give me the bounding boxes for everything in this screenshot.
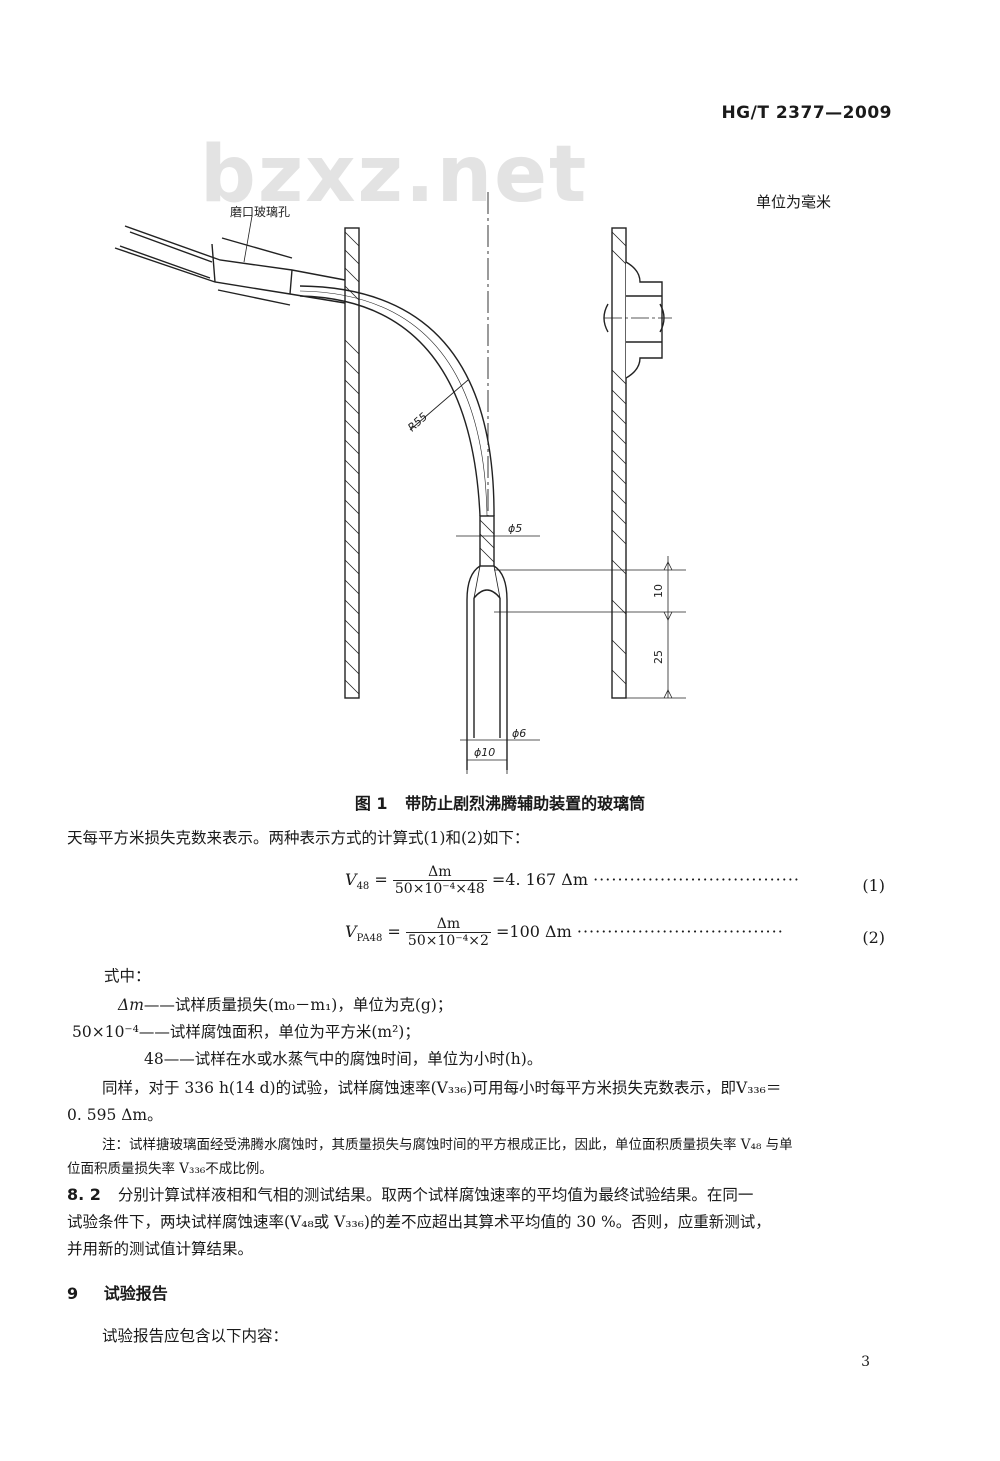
dim-phi10: ϕ10 <box>474 746 495 759</box>
section-9-number: 9 <box>67 1284 79 1303</box>
eq1-number: (1) <box>862 876 885 895</box>
note-line1: 注：试样搪玻璃面经受沸腾水腐蚀时，其质量损失与腐蚀时间的平方根成正比，因此，单位… <box>102 1137 793 1153</box>
eq1-leader: ·································· <box>593 870 801 889</box>
definition-delta-m: Δm——试样质量损失(m₀－m₁)，单位为克(g)； <box>118 993 452 1017</box>
def1-text: ——试样质量损失(m₀－m₁)，单位为克(g)； <box>143 996 453 1014</box>
eq2-lhs: V <box>345 922 357 941</box>
dim-r55: R55 <box>405 410 430 434</box>
figure-caption: 图 1 带防止剧烈沸腾辅助装置的玻璃筒 <box>0 790 1000 814</box>
eq1-rhs: =4. 167 Δm <box>491 870 588 889</box>
dim-25: 25 <box>652 650 665 664</box>
eq2-numerator: Δm <box>405 916 491 933</box>
section-8-2-line1: 8. 2 分别计算试样液相和气相的测试结果。取两个试样腐蚀速率的平均值为最终试验… <box>67 1183 753 1207</box>
figure-title: 带防止剧烈沸腾辅助装置的玻璃筒 <box>405 794 646 813</box>
same-paragraph-line2: 0. 595 Δm。 <box>67 1106 163 1124</box>
dim-phi5: ϕ5 <box>508 522 522 535</box>
section-8-2-number: 8. 2 <box>67 1185 101 1204</box>
def1-symbol: Δm <box>118 996 144 1014</box>
figure-number: 图 1 <box>354 794 388 813</box>
same-paragraph-line1: 同样，对于 336 h(14 d)的试验，试样腐蚀速率(V₃₃₆)可用每小时每平… <box>102 1079 782 1097</box>
eq2-denominator: 50×10⁻⁴×2 <box>407 933 489 949</box>
eq2-leader: ·································· <box>576 922 784 941</box>
page-number: 3 <box>861 1354 870 1370</box>
section-9-text: 试验报告应包含以下内容： <box>102 1327 289 1345</box>
unit-note: 单位为毫米 <box>756 193 832 211</box>
section-9-title: 试验报告 <box>103 1284 168 1303</box>
section-8-2-line2: 试验条件下，两块试样腐蚀速率(V₄₈或 V₃₃₆)的差不应超出其算术平均值的 3… <box>67 1213 771 1231</box>
eq1-lhs: V <box>345 870 357 889</box>
intro-paragraph: 天每平方米损失克数来表示。两种表示方式的计算式(1)和(2)如下： <box>67 829 530 847</box>
eq2-number: (2) <box>862 928 885 947</box>
eq2-rhs: =100 Δm <box>496 922 572 941</box>
where-label: 式中： <box>104 967 151 985</box>
section-8-2-line3: 并用新的测试值计算结果。 <box>67 1240 254 1258</box>
eq2-sub: PA48 <box>356 933 383 945</box>
eq1-numerator: Δm <box>392 864 487 881</box>
glass-cylinder-drawing: 磨口玻璃孔 R55 ϕ5 10 25 ϕ6 ϕ10 <box>114 192 686 774</box>
eq1-sub: 48 <box>356 881 370 893</box>
def3-text: ——试样在水或水蒸气中的腐蚀时间，单位为小时(h)。 <box>163 1050 543 1068</box>
label-ground-hole: 磨口玻璃孔 <box>230 205 290 219</box>
definition-area: 50×10⁻⁴——试样腐蚀面积，单位为平方米(m²)； <box>72 1020 420 1044</box>
def2-text: ——试样腐蚀面积，单位为平方米(m²)； <box>138 1023 420 1041</box>
def2-symbol: 50×10⁻⁴ <box>72 1023 139 1041</box>
def3-symbol: 48 <box>144 1050 164 1068</box>
definition-time: 48——试样在水或水蒸气中的腐蚀时间，单位为小时(h)。 <box>144 1047 542 1071</box>
section-8-2-text1: 分别计算试样液相和气相的测试结果。取两个试样腐蚀速率的平均值为最终试验结果。在同… <box>117 1186 754 1204</box>
dim-phi6: ϕ6 <box>512 727 526 740</box>
watermark: bzxz.net <box>200 130 589 220</box>
note-line2: 位面积质量损失率 V₃₃₆不成比例。 <box>67 1161 273 1177</box>
dim-10: 10 <box>652 584 665 598</box>
eq1-denominator: 50×10⁻⁴×48 <box>394 881 485 897</box>
section-9-heading: 9 试验报告 <box>67 1280 168 1304</box>
standard-number: HG/T 2377—2009 <box>721 103 892 123</box>
